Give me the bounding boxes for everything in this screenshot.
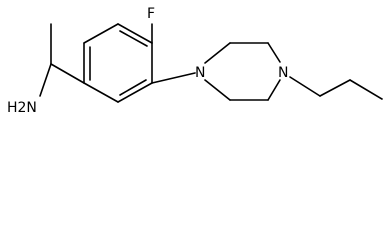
chemical-structure-diagram: F N N H2N [7,6,383,116]
ring-bond [117,23,153,44]
propyl-bond [319,79,351,97]
piperazine-bond [267,42,281,63]
ring-bond [83,82,119,103]
piperazine-bond [267,79,281,101]
aryl-nitrogen-label: N [195,65,205,81]
piperazine-bond [204,42,231,64]
c-n-bond [39,63,52,97]
ring-bond [117,82,153,103]
amine-label: H2N [7,100,37,116]
piperazine-bond [204,79,231,101]
piperazine-ring [204,42,281,101]
ethylamine-substituent [39,23,85,97]
fluorine-label: F [147,6,155,22]
ring-double-bond-inner [119,30,148,47]
ring-double-bond-inner [119,79,147,96]
propyl-bond [289,76,321,97]
aryl-ch-bond [50,63,85,84]
propyl-chain [289,76,383,100]
ring-bond [83,23,119,44]
propyl-nitrogen-label: N [278,65,288,81]
aryl-n-bond [151,72,196,84]
propyl-bond [349,79,383,100]
benzene-ring [83,23,153,103]
